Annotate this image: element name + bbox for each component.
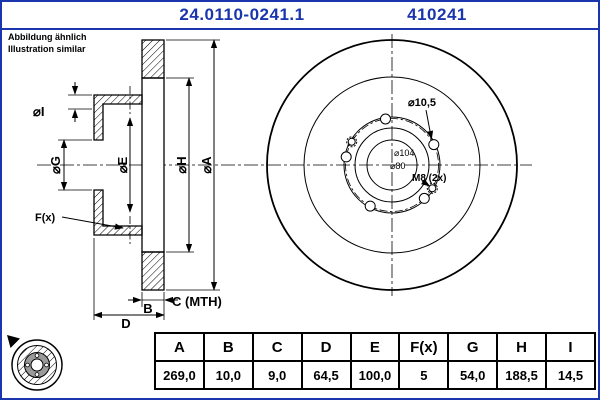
- note-line-de: Abbildung ähnlich: [8, 32, 87, 42]
- label-b: B: [143, 301, 152, 316]
- m8-thread-hole: [346, 136, 358, 148]
- label-dia-a: ⌀A: [199, 156, 214, 174]
- front-view: ⌀10,5 ⌀104 ⌀80 M8 (2x): [266, 34, 518, 296]
- table-value-cell: 64,5: [300, 360, 352, 390]
- hat-bottom-section: [93, 189, 143, 236]
- dimensions-table: A B C D E F(x) G H I 269,0 10,0 9,0 64,5…: [154, 332, 596, 390]
- bolt-hole: [340, 151, 352, 163]
- ring-web: [141, 77, 165, 253]
- table-header-cell: C: [251, 332, 303, 362]
- bolt-hole: [380, 113, 391, 125]
- table-value-cell: 10,0: [202, 360, 254, 390]
- hat-top-section: [93, 94, 143, 141]
- table-header-row: A B C D E F(x) G H I: [154, 332, 596, 362]
- table-header-cell: B: [202, 332, 254, 362]
- reference-number: 410241: [407, 5, 467, 24]
- part-number: 24.0110-0241.1: [179, 5, 305, 24]
- table-header-cell: E: [349, 332, 401, 362]
- table-value-cell: 14,5: [545, 360, 596, 390]
- label-dia-e: ⌀E: [115, 156, 130, 173]
- label-dia-h: ⌀H: [174, 156, 189, 173]
- label-c-mth: C (MTH): [172, 294, 222, 309]
- label-bolt-hole-dia: ⌀10,5: [408, 97, 436, 109]
- bolt-hole: [428, 139, 440, 151]
- bolt-hole: [364, 200, 376, 212]
- hat-diameter-circle: [303, 76, 481, 254]
- table-header-cell: G: [447, 332, 499, 362]
- table-value-cell: 188,5: [496, 360, 547, 390]
- centre-bore-circle: [366, 139, 418, 191]
- table-header-cell: D: [300, 332, 352, 362]
- m8-thread-hole: [426, 182, 438, 194]
- pointer-icon: [7, 335, 20, 348]
- note-line-en: Illustration similar: [8, 43, 86, 54]
- table-header-cell: H: [496, 332, 547, 362]
- table-value-cell: 100,0: [349, 360, 401, 390]
- bolt-hole: [418, 192, 430, 204]
- label-dia-g: ⌀G: [48, 156, 63, 174]
- register-circle: [354, 127, 430, 203]
- label-f-x: F(x): [35, 212, 56, 224]
- title-bar: 24.0110-0241.1 410241: [2, 2, 598, 30]
- ring-top-section: [141, 39, 165, 79]
- cross-section-view: ⌀A ⌀H ⌀E ⌀G ⌀I F(x): [33, 39, 222, 330]
- bolt-circle: [345, 118, 439, 212]
- table-value-cell: 9,0: [251, 360, 303, 390]
- label-hub-dia: ⌀104: [394, 148, 414, 158]
- table-value-row: 269,0 10,0 9,0 64,5 100,0 5 54,0 188,5 1…: [154, 360, 596, 390]
- label-thread-spec: M8 (2x): [412, 173, 446, 184]
- label-dia-i: ⌀I: [33, 104, 44, 119]
- table-value-cell: 269,0: [154, 360, 205, 390]
- table-value-cell: 5: [398, 360, 450, 390]
- hub-face-circle: [343, 116, 441, 214]
- outer-diameter-circle: [266, 39, 518, 291]
- table-header-cell: F(x): [398, 332, 450, 362]
- ring-bottom-section: [141, 251, 165, 291]
- table-header-cell: A: [154, 332, 205, 362]
- label-d: D: [121, 316, 130, 330]
- table-header-cell: I: [545, 332, 596, 362]
- label-register-dia: ⌀80: [390, 161, 405, 171]
- similarity-note: Abbildung ähnlich Illustration similar: [8, 32, 87, 55]
- brake-disc-icon: [7, 335, 63, 391]
- technical-drawing: ⌀A ⌀H ⌀E ⌀G ⌀I F(x): [33, 34, 532, 330]
- table-value-cell: 54,0: [447, 360, 499, 390]
